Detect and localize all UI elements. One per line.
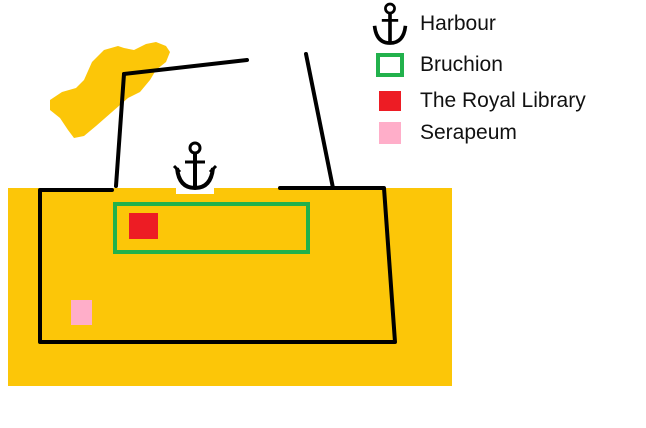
harbour-walls <box>114 52 335 190</box>
pharos-island <box>50 42 170 138</box>
bruchion-district <box>113 202 310 254</box>
mainland <box>8 188 452 386</box>
royal-library-marker <box>129 213 158 239</box>
pink-square-icon <box>379 122 401 144</box>
anchor-icon <box>372 2 408 45</box>
legend-label-royal-library: The Royal Library <box>420 89 586 112</box>
legend-label-serapeum: Serapeum <box>420 121 517 144</box>
anchor-icon <box>172 141 218 191</box>
legend-item-serapeum: Serapeum <box>370 118 517 148</box>
legend-item-royal-library: The Royal Library <box>370 86 586 116</box>
legend-label-harbour: Harbour <box>420 12 496 35</box>
legend-item-harbour: Harbour <box>370 2 496 45</box>
green-outline-square-icon <box>376 53 404 77</box>
city-wall <box>38 186 397 344</box>
legend-label-bruchion: Bruchion <box>420 53 503 76</box>
legend-item-bruchion: Bruchion <box>370 50 503 80</box>
red-square-icon <box>379 91 401 111</box>
serapeum-marker <box>71 300 92 325</box>
